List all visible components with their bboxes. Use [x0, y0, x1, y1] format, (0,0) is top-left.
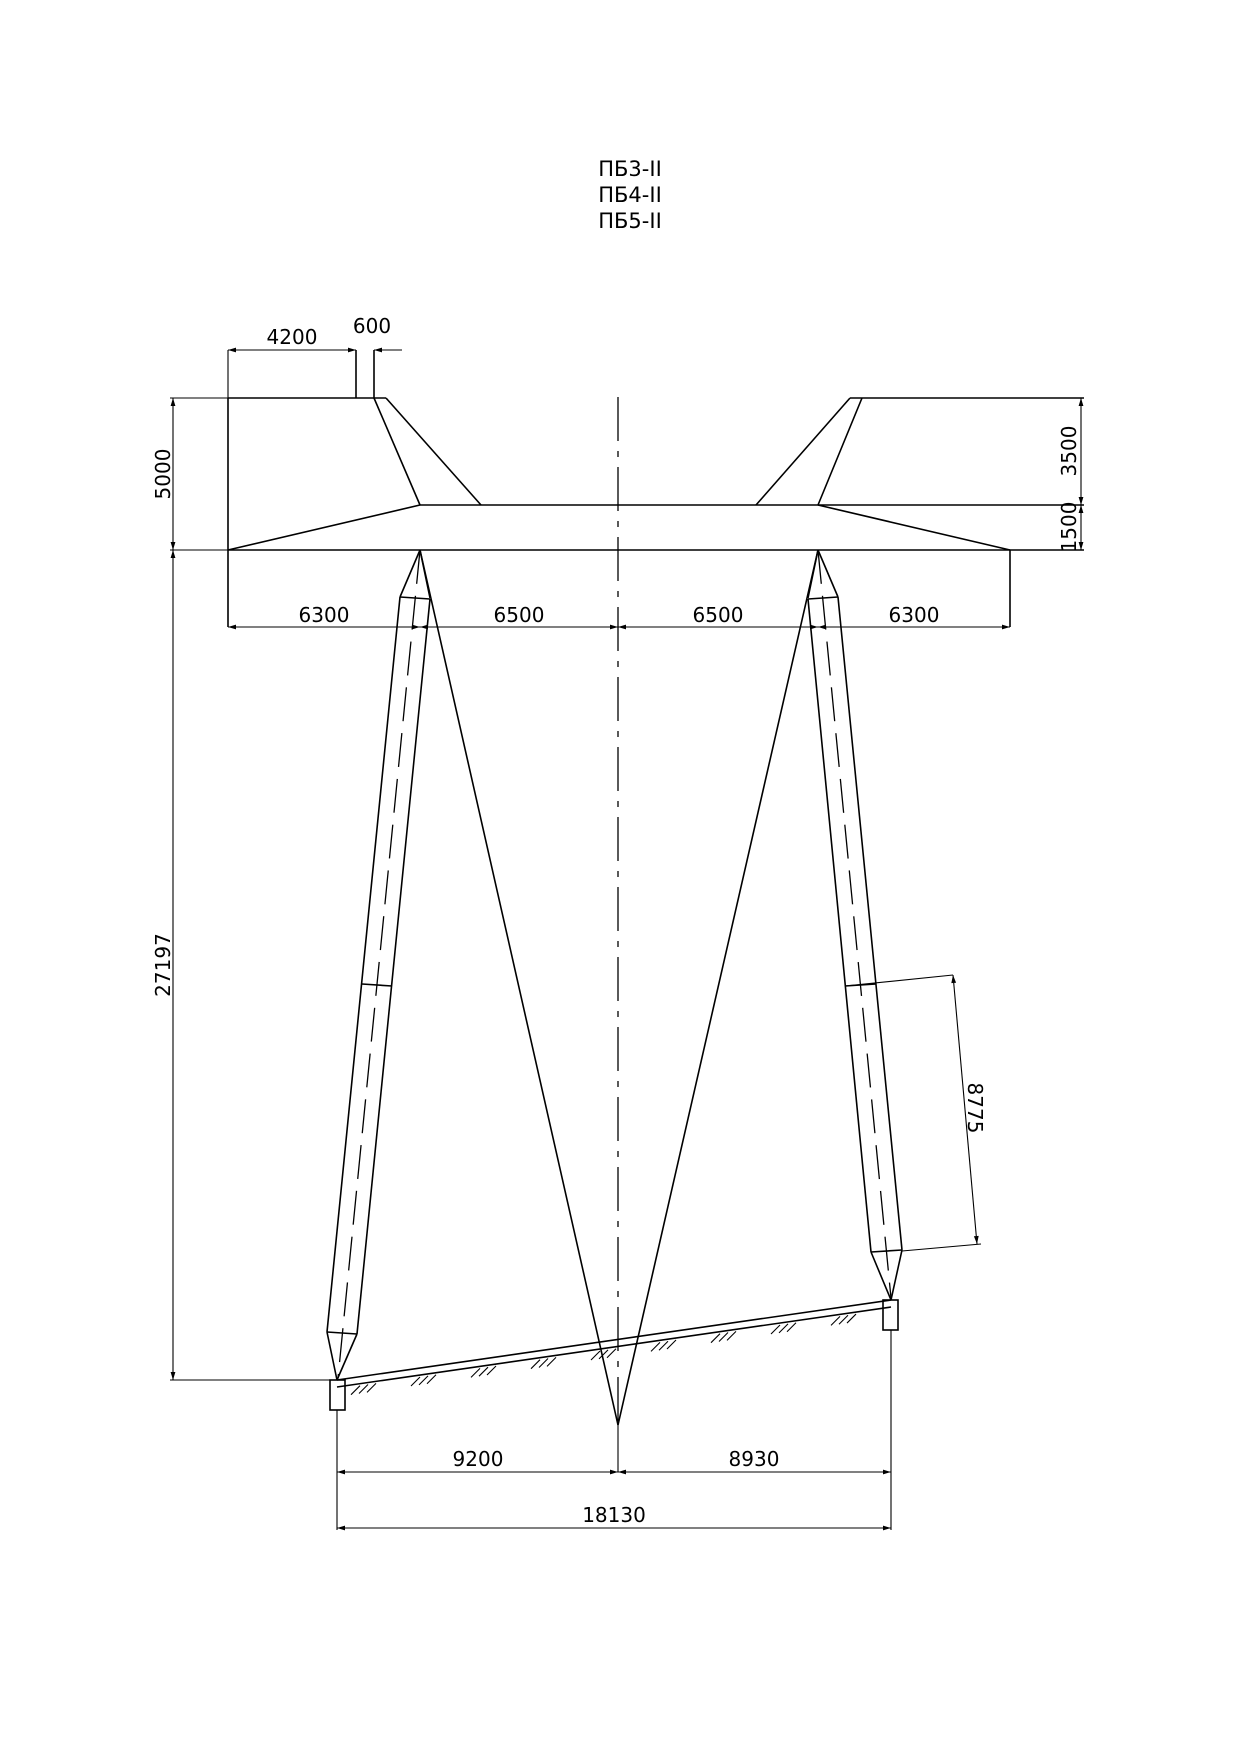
dim-1500: 1500 — [1057, 502, 1081, 553]
left-footing — [329, 1379, 346, 1411]
title-line-3: ПБ5-II — [598, 209, 662, 233]
ground-hatch-tick — [778, 1323, 789, 1334]
dim-4200: 4200 — [267, 325, 318, 349]
title-line-2: ПБ4-II — [598, 183, 662, 207]
dim-6500-left: 6500 — [494, 603, 545, 627]
ground-hatch-tick — [770, 1324, 781, 1335]
dim-5000: 5000 — [151, 449, 175, 500]
ground-hatch-tick — [718, 1332, 729, 1342]
dim-27197: 27197 — [151, 933, 175, 997]
ground-hatch-tick — [658, 1340, 669, 1351]
ground-hatch-tick — [666, 1339, 677, 1350]
ground-hatch-tick — [726, 1330, 737, 1341]
ground-hatch-tick — [650, 1341, 661, 1352]
ground-hatch-tick — [530, 1359, 541, 1370]
dim-600: 600 — [353, 314, 391, 338]
right-footing — [882, 1299, 899, 1331]
ground-hatch-tick — [426, 1374, 437, 1385]
ground-hatch-tick — [538, 1358, 549, 1368]
dim-8930: 8930 — [729, 1447, 780, 1471]
ground-hatch-tick — [546, 1356, 557, 1367]
dim-6300-left: 6300 — [299, 603, 350, 627]
title-block: ПБ3-II ПБ4-II ПБ5-II — [598, 157, 662, 233]
dim-18130: 18130 — [582, 1503, 646, 1527]
ground-hatch-tick — [350, 1385, 361, 1396]
title-line-1: ПБ3-II — [598, 157, 662, 181]
ground-hatch-tick — [366, 1382, 377, 1393]
ground-hatch-tick — [606, 1348, 617, 1359]
ground-hatch-tick — [590, 1350, 601, 1361]
dim-9200: 9200 — [453, 1447, 504, 1471]
ground-hatch-tick — [478, 1366, 489, 1377]
ground-hatch-tick — [838, 1314, 849, 1325]
ground-hatch-tick — [846, 1313, 857, 1324]
ground-hatch-tick — [418, 1375, 429, 1386]
dim-6500-right: 6500 — [693, 603, 744, 627]
ground-hatch-tick — [786, 1322, 797, 1333]
ground-hatch-tick — [710, 1333, 721, 1344]
ground-hatch-tick — [486, 1365, 497, 1376]
ground-hatch-tick — [410, 1376, 421, 1387]
left-leg — [326, 549, 619, 1426]
dimension-labels: 4200 600 5000 3500 1500 6300 6500 6500 6… — [151, 314, 1081, 1527]
ground-hatch-tick — [470, 1367, 481, 1378]
ground — [329, 1299, 899, 1411]
crossarm — [227, 350, 1084, 627]
ground-hatch-tick — [598, 1349, 609, 1360]
dim-6300-right: 6300 — [889, 603, 940, 627]
dimension-lines — [170, 347, 1084, 1531]
dim-3500: 3500 — [1057, 426, 1081, 477]
ground-hatch-tick — [830, 1315, 841, 1326]
right-leg — [617, 549, 903, 1426]
ground-hatch-tick — [358, 1384, 369, 1394]
dim-8775: 8775 — [963, 1083, 987, 1134]
